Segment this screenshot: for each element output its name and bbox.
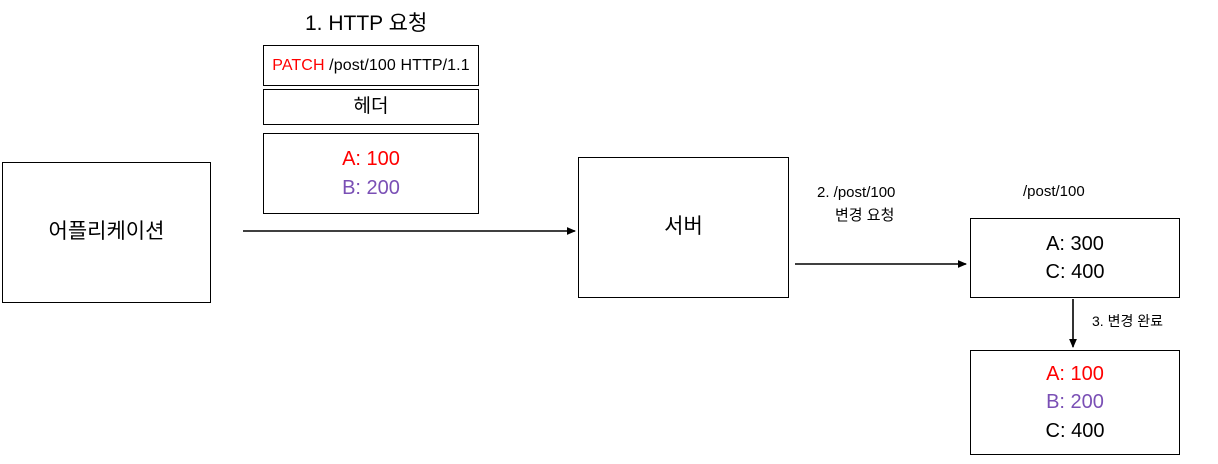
server-label: 서버: [664, 215, 703, 239]
resource-path-label: /post/100: [1023, 183, 1085, 200]
request-body-field-a: A: 100: [342, 148, 400, 171]
arrow-label-step2-line2: 변경 요청: [835, 206, 895, 224]
server-box: 서버: [578, 157, 789, 298]
request-header-label: 헤더: [353, 96, 389, 118]
request-body-box: A: 100 B: 200: [263, 133, 479, 214]
request-header-box: 헤더: [263, 89, 479, 125]
resource-before-field-c: C: 400: [1045, 261, 1105, 283]
http-method-label: PATCH: [272, 56, 325, 74]
resource-after-field-b: B: 200: [1046, 391, 1104, 414]
request-body-field-b: B: 200: [342, 176, 400, 199]
arrow-label-step2: 2. /post/100 변경 요청: [817, 182, 895, 227]
resource-before-field-a: A: 300: [1046, 232, 1104, 255]
resource-after-field-c: C: 400: [1045, 419, 1105, 442]
page-title: 1. HTTP 요청: [305, 12, 428, 35]
application-box: 어플리케이션: [2, 162, 211, 303]
resource-after-field-a: A: 100: [1046, 362, 1104, 385]
resource-before-box: A: 300 C: 400: [970, 218, 1180, 298]
arrow-label-step3: 3. 변경 완료: [1092, 313, 1163, 329]
resource-after-box: A: 100 B: 200 C: 400: [970, 350, 1180, 455]
request-line-text: PATCH /post/100 HTTP/1.1: [272, 57, 469, 75]
request-target-label: /post/100 HTTP/1.1: [324, 56, 470, 74]
arrow-label-step2-line1: 2. /post/100: [817, 184, 896, 201]
application-label: 어플리케이션: [48, 220, 165, 244]
request-line-box: PATCH /post/100 HTTP/1.1: [263, 45, 479, 86]
